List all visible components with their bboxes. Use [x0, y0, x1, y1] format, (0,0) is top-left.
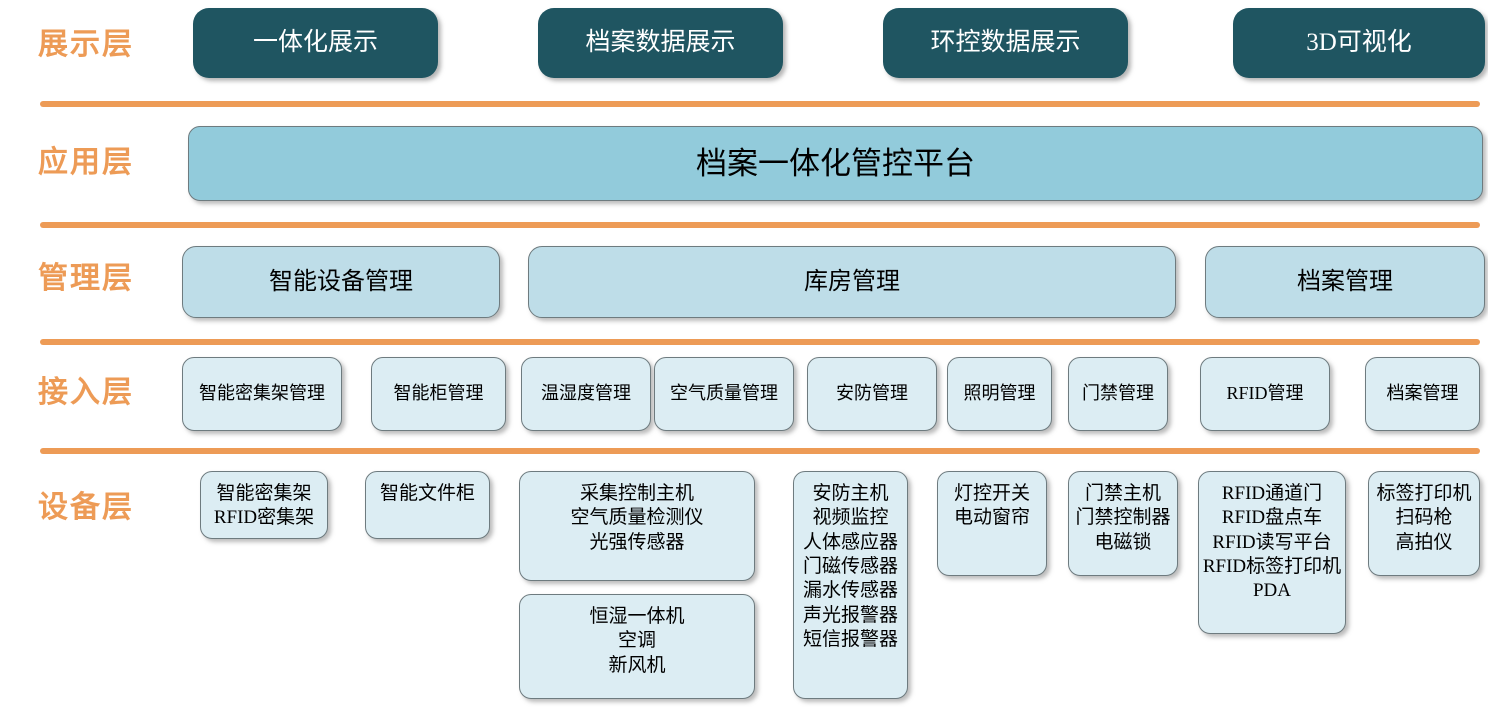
- device-box-smart-file-cabinet[interactable]: 智能文件柜: [365, 471, 490, 539]
- device-box-text: 标签打印机 扫码枪 高拍仪: [1376, 483, 1472, 553]
- access-box-smart-cabinet-management[interactable]: 智能柜管理: [371, 357, 506, 431]
- presentation-box-integrated-display[interactable]: 一体化展示: [193, 8, 438, 78]
- device-box-smart-compact-shelf[interactable]: 智能密集架 RFID密集架: [200, 471, 328, 539]
- access-box-rfid-management[interactable]: RFID管理: [1200, 357, 1330, 431]
- device-box-security-host[interactable]: 安防主机 视频监控 人体感应器 门磁传感器 漏水传感器 声光报警器 短信报警器: [793, 471, 908, 699]
- device-box-text: 恒湿一体机 空调 新风机: [589, 606, 685, 676]
- access-box-access-control-management[interactable]: 门禁管理: [1068, 357, 1168, 431]
- device-box-text: 门禁主机 门禁控制器 电磁锁: [1075, 483, 1171, 553]
- device-box-text: RFID通道门 RFID盘点车 RFID读写平台 RFID标签打印机 PDA: [1202, 483, 1342, 602]
- access-box-smart-compact-shelf-management[interactable]: 智能密集架管理: [182, 357, 342, 431]
- presentation-box-3d-visualization[interactable]: 3D可视化: [1233, 8, 1485, 78]
- device-box-text: 采集控制主机 空气质量检测仪 光强传感器: [570, 483, 704, 553]
- device-box-access-control-host[interactable]: 门禁主机 门禁控制器 电磁锁: [1068, 471, 1178, 576]
- layer-label-application: 应用层: [38, 146, 134, 179]
- divider-application-management: [40, 222, 1480, 228]
- layer-label-device: 设备层: [38, 491, 134, 524]
- layer-label-access: 接入层: [38, 376, 134, 409]
- management-box-smart-device-management[interactable]: 智能设备管理: [182, 246, 500, 318]
- divider-presentation-application: [40, 101, 1480, 107]
- layer-label-management: 管理层: [38, 262, 134, 295]
- device-box-lighting-switch[interactable]: 灯控开关 电动窗帘: [937, 471, 1047, 576]
- device-box-label-printer[interactable]: 标签打印机 扫码枪 高拍仪: [1368, 471, 1480, 576]
- access-box-archive-management[interactable]: 档案管理: [1365, 357, 1480, 431]
- access-box-temperature-humidity-management[interactable]: 温湿度管理: [521, 357, 651, 431]
- management-box-warehouse-management[interactable]: 库房管理: [528, 246, 1176, 318]
- divider-access-device: [40, 448, 1480, 454]
- device-box-humidity-hvac[interactable]: 恒湿一体机 空调 新风机: [519, 594, 755, 699]
- access-box-lighting-management[interactable]: 照明管理: [947, 357, 1052, 431]
- access-box-air-quality-management[interactable]: 空气质量管理: [654, 357, 794, 431]
- presentation-box-environment-data-display[interactable]: 环控数据展示: [883, 8, 1128, 78]
- device-box-text: 安防主机 视频监控 人体感应器 门磁传感器 漏水传感器 声光报警器 短信报警器: [802, 483, 898, 650]
- layer-label-presentation: 展示层: [38, 28, 134, 61]
- presentation-box-archive-data-display[interactable]: 档案数据展示: [538, 8, 783, 78]
- device-box-rfid-devices[interactable]: RFID通道门 RFID盘点车 RFID读写平台 RFID标签打印机 PDA: [1198, 471, 1346, 634]
- device-box-acquisition-control-host[interactable]: 采集控制主机 空气质量检测仪 光强传感器: [519, 471, 755, 581]
- access-box-security-management[interactable]: 安防管理: [807, 357, 937, 431]
- device-box-text: 智能密集架 RFID密集架: [213, 483, 315, 529]
- management-box-archive-management[interactable]: 档案管理: [1205, 246, 1485, 318]
- application-box-archive-platform[interactable]: 档案一体化管控平台: [188, 126, 1483, 201]
- device-box-text: 灯控开关 电动窗帘: [953, 483, 1030, 529]
- divider-management-access: [40, 339, 1480, 345]
- device-box-text: 智能文件柜: [379, 483, 475, 504]
